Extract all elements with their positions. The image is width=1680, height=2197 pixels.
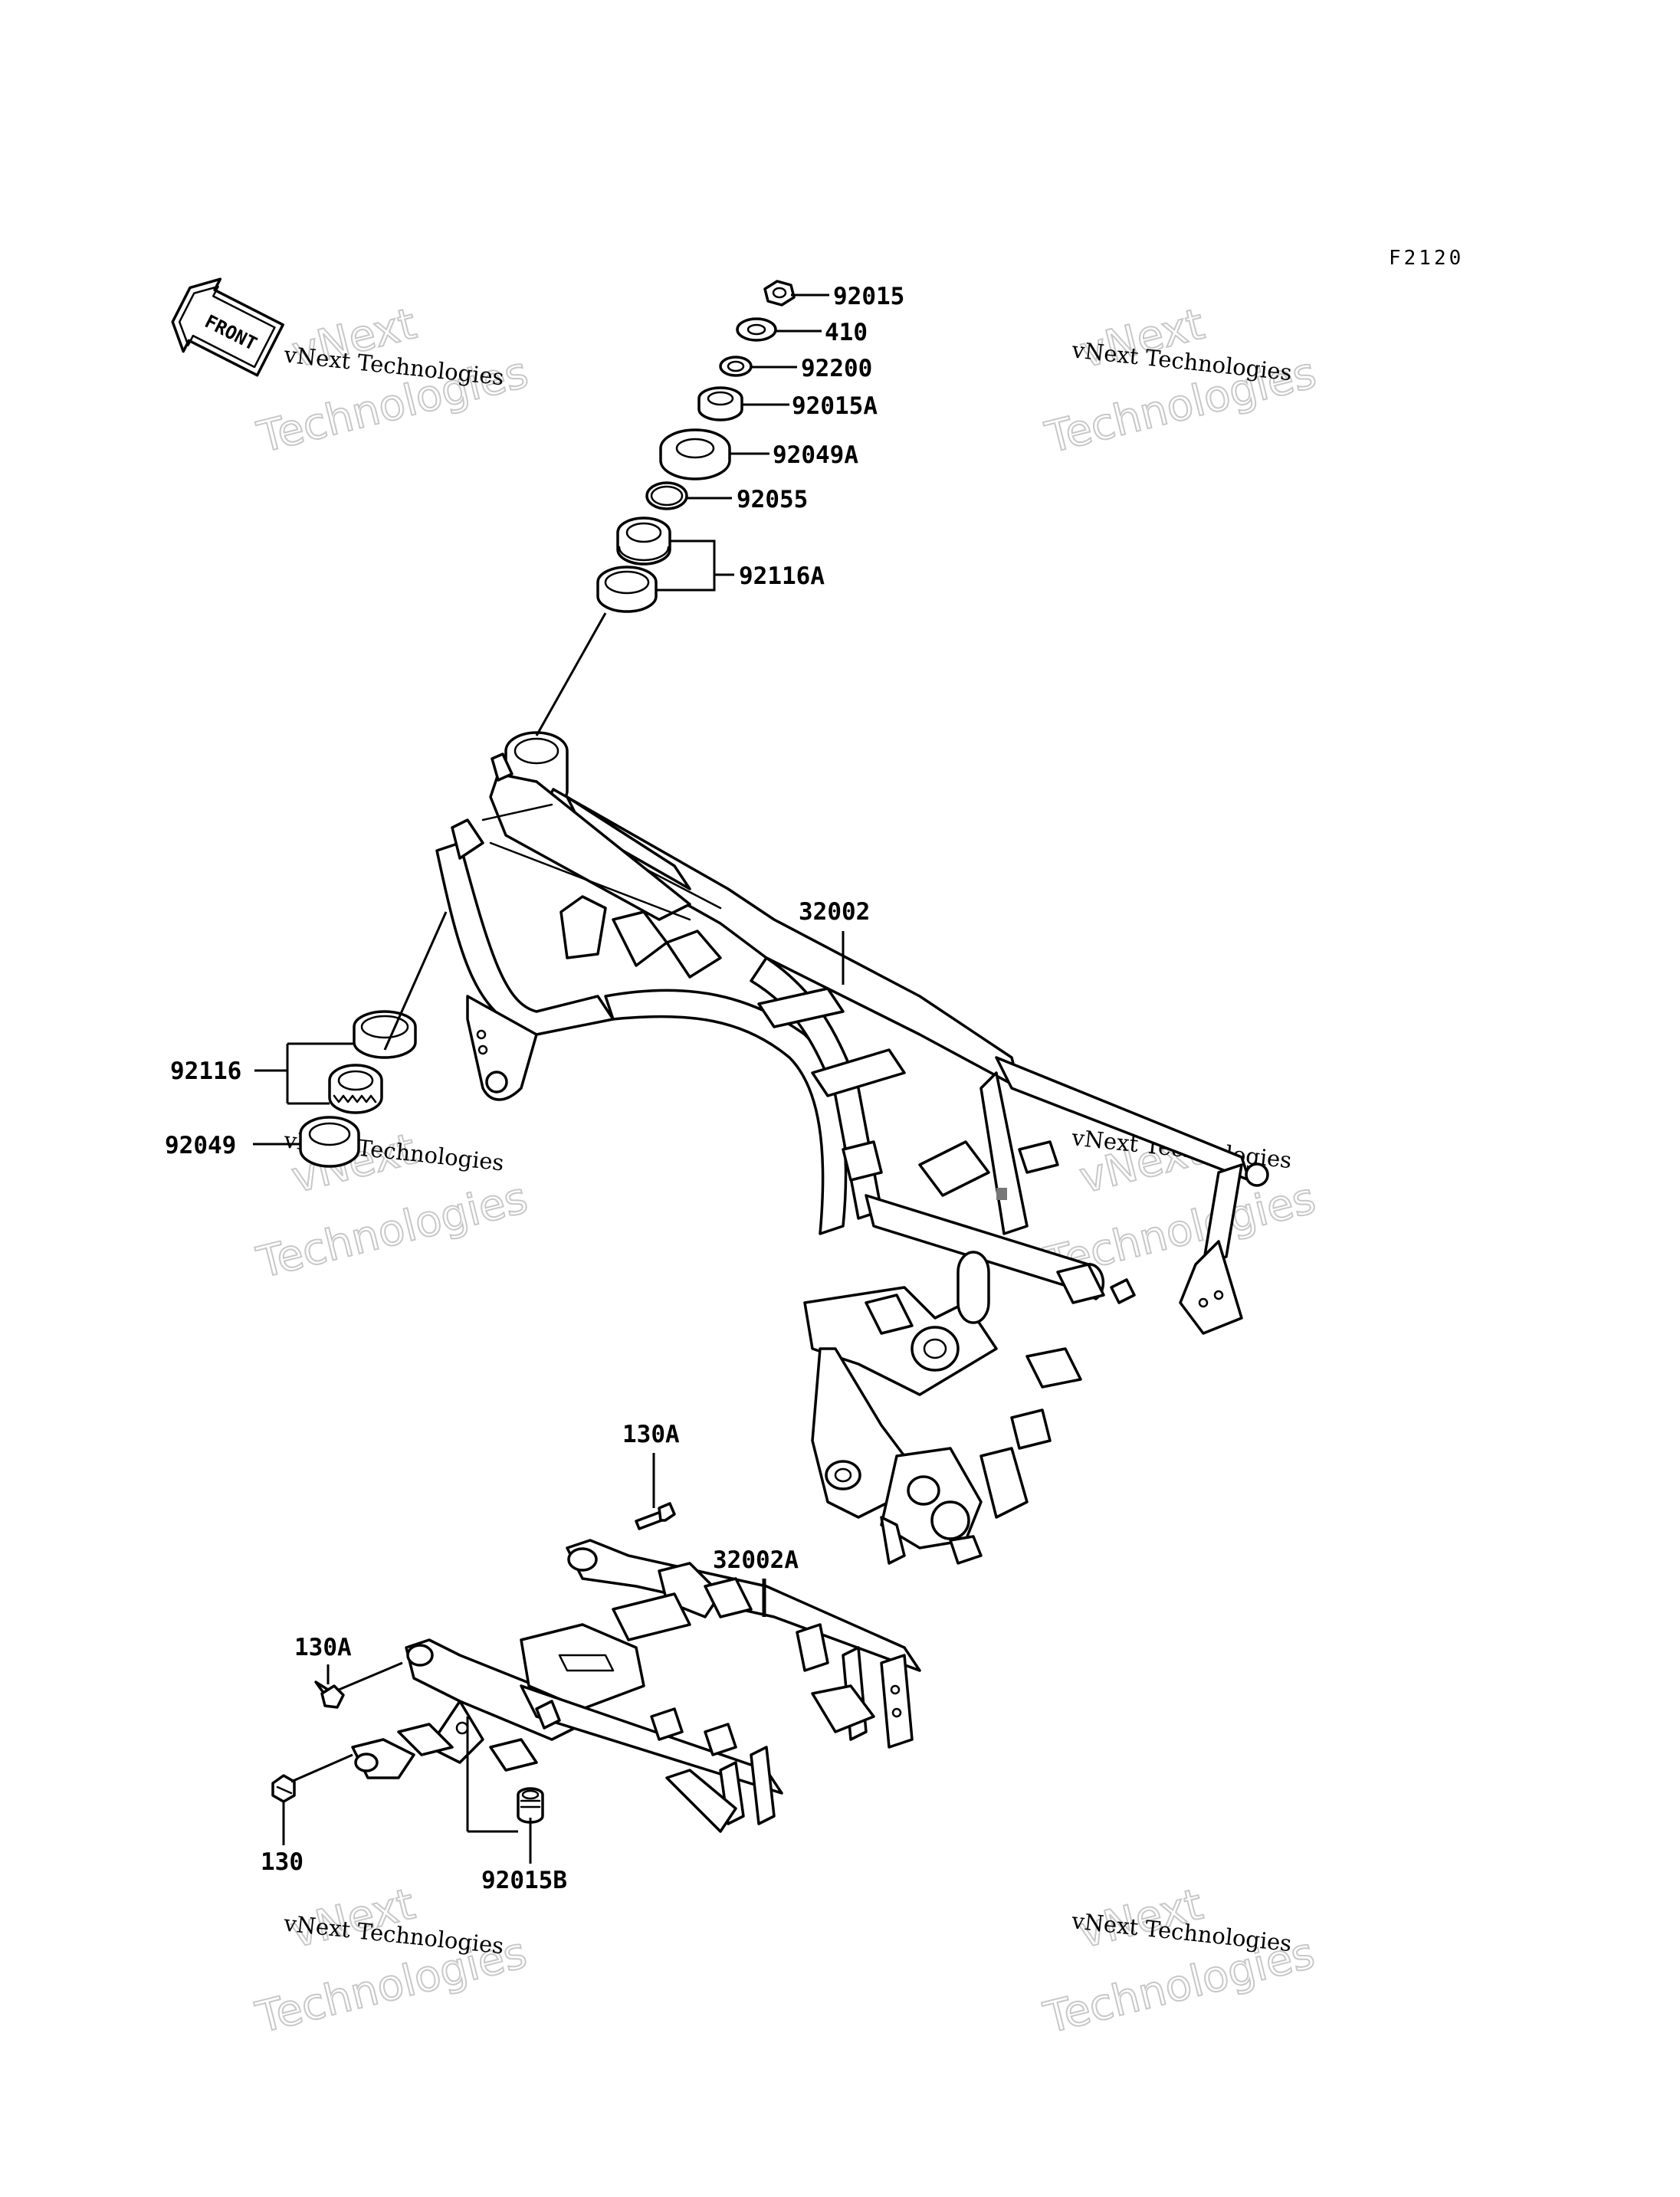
part-bolt-130A-left[interactable] — [314, 1681, 345, 1709]
part-label[interactable]: 410 — [825, 319, 868, 346]
watermark-top-right: vNext Technologies vNext Technologies — [1040, 299, 1322, 464]
part-lock-washer-92200[interactable] — [719, 356, 753, 377]
part-race-lower-92116[interactable] — [353, 1010, 417, 1059]
part-label[interactable]: 130A — [294, 1634, 352, 1661]
part-label[interactable]: 32002 — [799, 898, 870, 926]
part-seal-92049A[interactable] — [659, 428, 731, 480]
part-bearing-upper-92116A[interactable] — [616, 516, 671, 566]
watermark-bottom-right: vNext Technologies vNext Technologies — [1039, 1879, 1321, 2045]
part-bolt-130A-upper[interactable] — [635, 1502, 676, 1530]
part-labels: 92015 410 92200 92015A 92049A 92055 9211… — [165, 283, 904, 1894]
part-bearing-lower-92116[interactable] — [328, 1064, 383, 1114]
part-collar-92015B[interactable] — [517, 1787, 544, 1824]
part-label[interactable]: 130 — [261, 1848, 304, 1876]
watermark-line2: Technologies — [252, 1173, 533, 1288]
part-label[interactable]: 92015A — [792, 392, 878, 420]
part-bolt-130[interactable] — [271, 1774, 296, 1803]
sub-frame-32002A[interactable] — [351, 1539, 921, 1833]
part-label[interactable]: 92049 — [165, 1132, 236, 1159]
part-nut-92015[interactable] — [763, 280, 796, 307]
part-label[interactable]: 92015 — [833, 283, 904, 310]
part-label[interactable]: 92015B — [481, 1867, 567, 1894]
part-label[interactable]: 130A — [622, 1421, 680, 1448]
part-o-ring-92055[interactable] — [645, 481, 688, 510]
part-label[interactable]: 92200 — [801, 355, 872, 382]
watermark-bottom-left: vNext Technologies vNext Technologies — [251, 1878, 533, 2044]
part-seal-lower-92049[interactable] — [299, 1116, 360, 1168]
part-label[interactable]: 92116A — [739, 562, 825, 590]
part-nut-92015A[interactable] — [697, 386, 743, 421]
part-label[interactable]: 92049A — [773, 441, 858, 469]
part-race-upper-92116A[interactable] — [596, 566, 658, 613]
leader-lines — [253, 293, 845, 1864]
watermark-top-left: vNext Technologies vNext Technologies — [252, 298, 534, 464]
front-direction-arrow-icon: FRONT — [171, 277, 284, 377]
part-label[interactable]: 32002A — [713, 1546, 799, 1574]
part-label[interactable]: 92055 — [737, 486, 808, 513]
part-washer-410[interactable] — [736, 317, 777, 342]
figure-code: F2120 — [1389, 247, 1464, 270]
watermark-middle-left: vNext Technologies vNext Technologies — [251, 1123, 533, 1289]
main-frame-32002[interactable] — [435, 731, 1269, 1565]
part-label[interactable]: 92116 — [170, 1058, 241, 1085]
